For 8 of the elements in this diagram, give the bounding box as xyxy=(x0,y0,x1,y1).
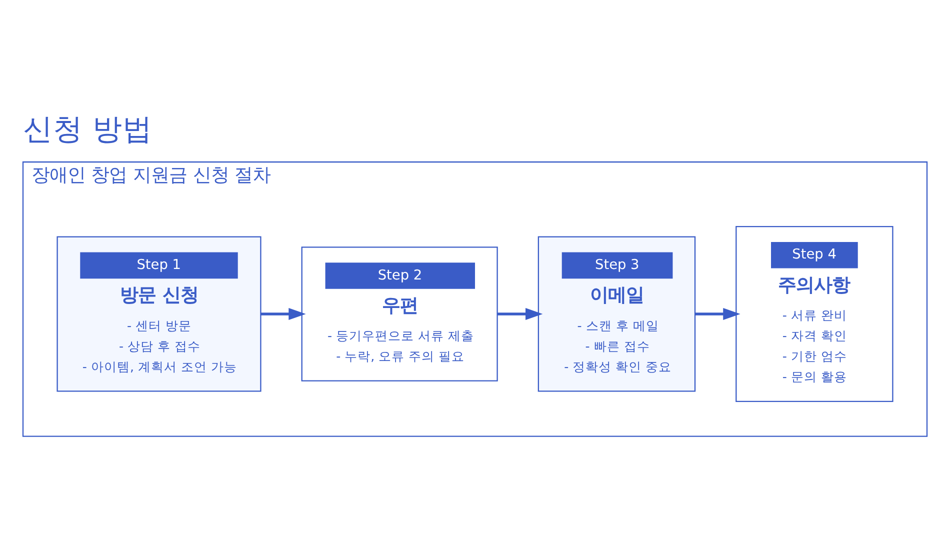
arrow xyxy=(695,308,740,320)
node-box: Step 1 방문 신청 - 센터 방문 - 상담 후 접수 - 아이템, 계획서 조언 가능 xyxy=(56,236,262,392)
diagram-title: 신청 방법 xyxy=(22,112,152,147)
node-box: Step 4 주의사항 - 서류 완비 - 자격 확인 - 기한 엄수 - 문의 활용 xyxy=(736,226,894,402)
node-box: Step 2 우편 - 등기우편으로 서류 제출 - 누락, 오류 주의 필요 xyxy=(301,246,498,382)
node-box: Step 3 이메일 - 스캔 후 메일 - 빠른 접수 - 정확성 확인 중요 xyxy=(538,236,696,392)
arrow xyxy=(497,308,543,320)
arrow xyxy=(260,308,306,320)
